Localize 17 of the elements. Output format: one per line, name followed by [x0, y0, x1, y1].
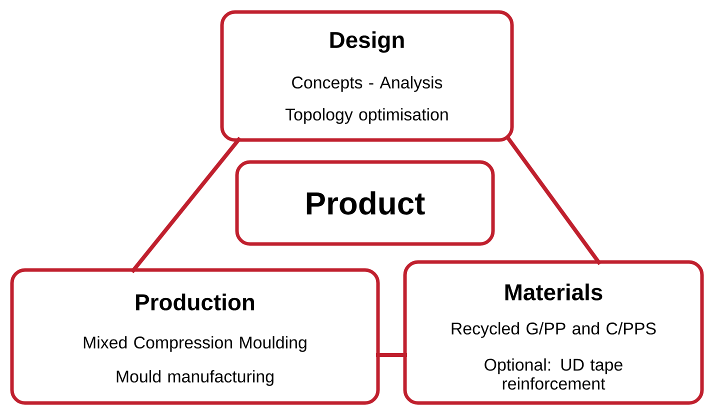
box-text: Mixed Compression Moulding	[84, 336, 306, 352]
rounded-box	[235, 160, 495, 246]
box-text: Topology optimisation	[285, 108, 448, 124]
rounded-box	[220, 10, 514, 142]
box-heading: Materials	[505, 284, 602, 300]
box-text: Recycled G/PP and C/PPS	[452, 322, 656, 338]
box-text: Concepts - Analysis	[292, 76, 442, 92]
box-heading: Production	[136, 294, 254, 310]
connector-line	[376, 353, 407, 357]
connector-line	[506, 136, 602, 266]
rounded-box	[10, 268, 380, 405]
rounded-box	[403, 260, 704, 405]
box-text: Mould manufacturing	[116, 370, 274, 386]
box-text: Optional: UD tape reinforcement	[484, 358, 622, 390]
box-heading: Design	[330, 31, 404, 53]
connector-line	[130, 136, 242, 274]
box-heading: Product	[306, 191, 425, 215]
